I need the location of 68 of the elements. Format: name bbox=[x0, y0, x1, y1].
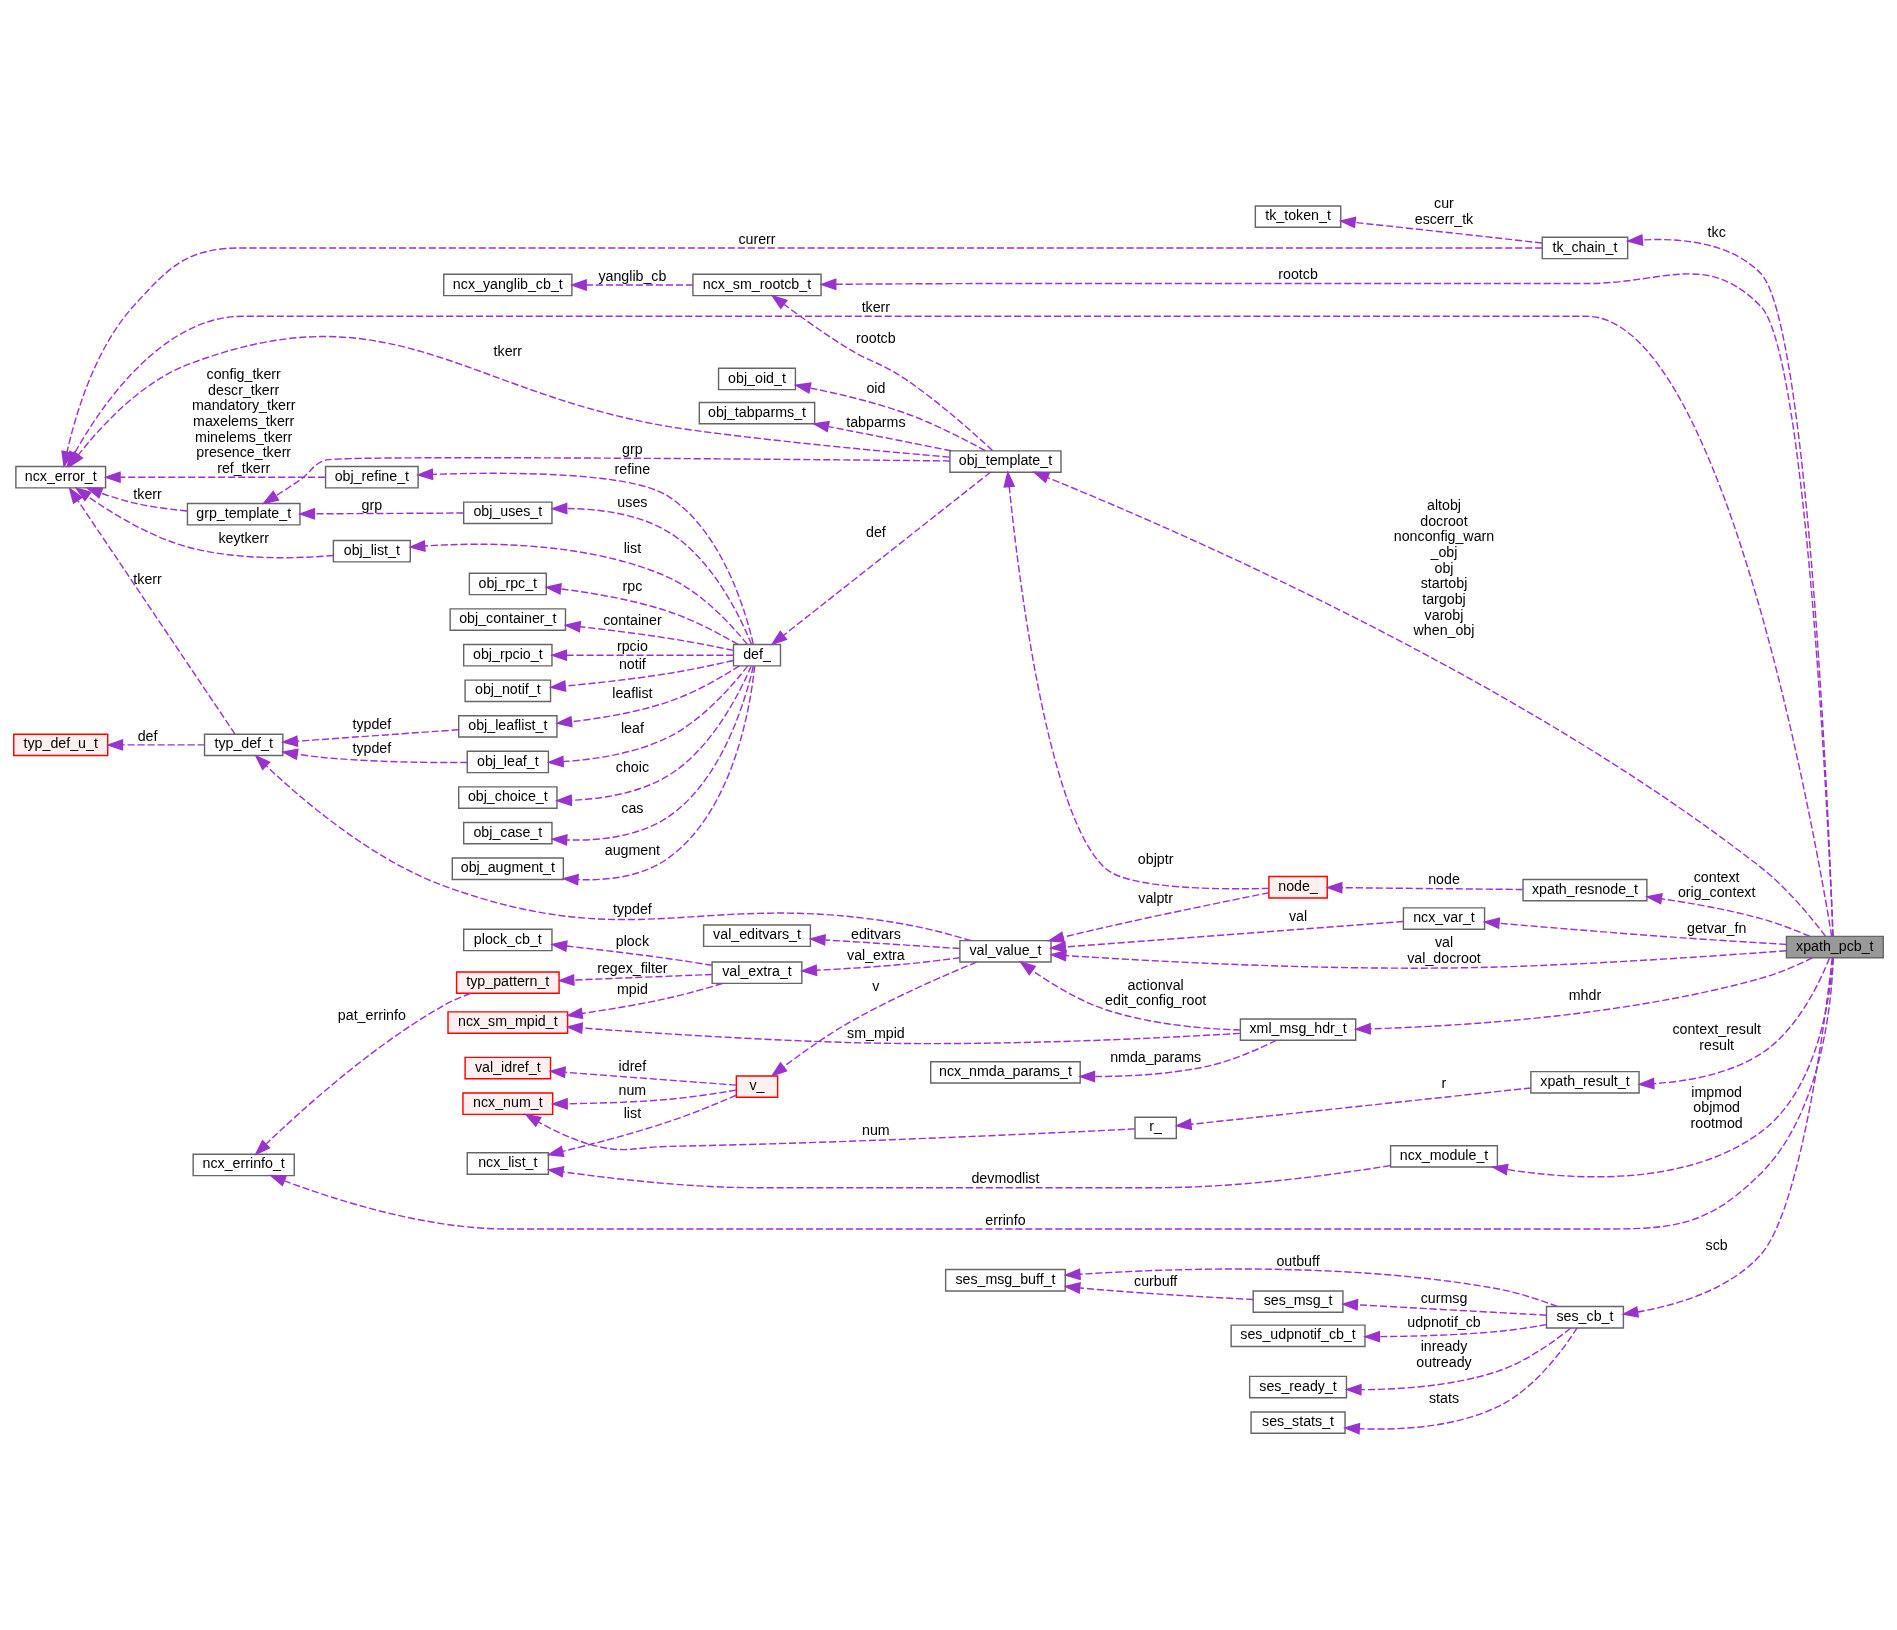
edge-label: yanglib_cb bbox=[598, 267, 667, 284]
edge-label: context_result result bbox=[1672, 1020, 1761, 1053]
edge-label: devmodlist bbox=[971, 1170, 1040, 1187]
edge-label: augment bbox=[604, 841, 661, 858]
edge-label: outbuff bbox=[1276, 1253, 1320, 1269]
edge-label: plock bbox=[615, 932, 650, 949]
edge-label: tkerr bbox=[133, 485, 162, 502]
edge-label: tabparms bbox=[846, 414, 906, 431]
edge-label: cas bbox=[621, 800, 644, 817]
edge-label: list bbox=[623, 1104, 642, 1121]
edge-label: leaf bbox=[620, 720, 644, 737]
edge-label: errinfo bbox=[985, 1211, 1026, 1228]
edge-label: refine bbox=[614, 461, 651, 478]
edge-label: leaflist bbox=[612, 684, 653, 701]
edge-label: choic bbox=[615, 758, 650, 775]
edge-label: grp bbox=[361, 496, 383, 513]
edge-label: keytkerr bbox=[218, 529, 269, 546]
edge-label: altobj docroot nonconfig_warn _obj obj startobj targobj varobj when_obj bbox=[1393, 496, 1495, 639]
edge-label: rootcb bbox=[856, 330, 896, 347]
edge-label: cur escerr_tk bbox=[1414, 195, 1474, 227]
edge-label: num bbox=[618, 1082, 647, 1099]
edge-label: mhdr bbox=[1568, 986, 1602, 1003]
edge-label: stats bbox=[1428, 1389, 1460, 1406]
edge-label: nmda_params bbox=[1110, 1049, 1202, 1066]
edge-label: val val_docroot bbox=[1407, 934, 1481, 966]
edge-label: tkc bbox=[1707, 223, 1726, 240]
edge-label: v bbox=[872, 978, 880, 995]
edge-label: getvar_fn bbox=[1687, 919, 1747, 936]
edge-label: rpcio bbox=[616, 637, 648, 654]
edge-label: context orig_context bbox=[1677, 868, 1756, 901]
edge-label: actionval edit_config_root bbox=[1105, 976, 1207, 1009]
edge-label: idref bbox=[618, 1057, 647, 1074]
edge-label: val_extra bbox=[847, 946, 905, 963]
edge-label: container bbox=[603, 612, 662, 629]
edge-label: mpid bbox=[616, 981, 648, 998]
edge-label: typdef bbox=[352, 740, 392, 757]
edge-label: sm_mpid bbox=[847, 1025, 905, 1042]
edge-label: rootcb bbox=[1278, 266, 1318, 283]
edge-label: inready outready bbox=[1416, 1338, 1472, 1371]
edge-label: notif bbox=[618, 656, 646, 673]
edge-label: regex_filter bbox=[597, 959, 668, 976]
edge-label: curbuff bbox=[1134, 1272, 1178, 1289]
edge-label: typdef bbox=[352, 716, 392, 733]
edge-label: r bbox=[1441, 1075, 1447, 1092]
edge-label: list bbox=[623, 539, 642, 556]
edge-label: objptr bbox=[1137, 851, 1174, 868]
edge-label: tkerr bbox=[133, 570, 162, 587]
edge-label: editvars bbox=[850, 925, 901, 942]
edge-label: valptr bbox=[1138, 889, 1174, 906]
edge-label: uses bbox=[617, 494, 648, 511]
edge-label: oid bbox=[866, 380, 886, 397]
edge-label: pat_errinfo bbox=[337, 1006, 406, 1023]
edge-label: grp bbox=[622, 441, 643, 458]
edge-label: def bbox=[137, 727, 158, 744]
edge-label: rpc bbox=[622, 578, 643, 595]
edge-label: curerr bbox=[738, 230, 776, 247]
edge-label: node bbox=[1428, 871, 1460, 888]
edge-label: typdef bbox=[613, 901, 652, 918]
edge-label: scb bbox=[1705, 1237, 1728, 1254]
edge-label: config_tkerr descr_tkerr mandatory_tkerr maxelems_tkerr minelems_tkerr presence_tkerr ref_tkerr bbox=[191, 365, 296, 476]
edge-label: impmod objmod rootmod bbox=[1690, 1083, 1743, 1131]
edge-label: num bbox=[862, 1122, 890, 1139]
edge-label: def bbox=[865, 523, 886, 540]
edge-label: tkerr bbox=[861, 299, 891, 316]
edge-label: udpnotif_cb bbox=[1407, 1314, 1481, 1331]
edge-label: curmsg bbox=[1420, 1290, 1468, 1307]
edge-label: val bbox=[1288, 908, 1308, 925]
edge-label: tkerr bbox=[493, 343, 523, 360]
